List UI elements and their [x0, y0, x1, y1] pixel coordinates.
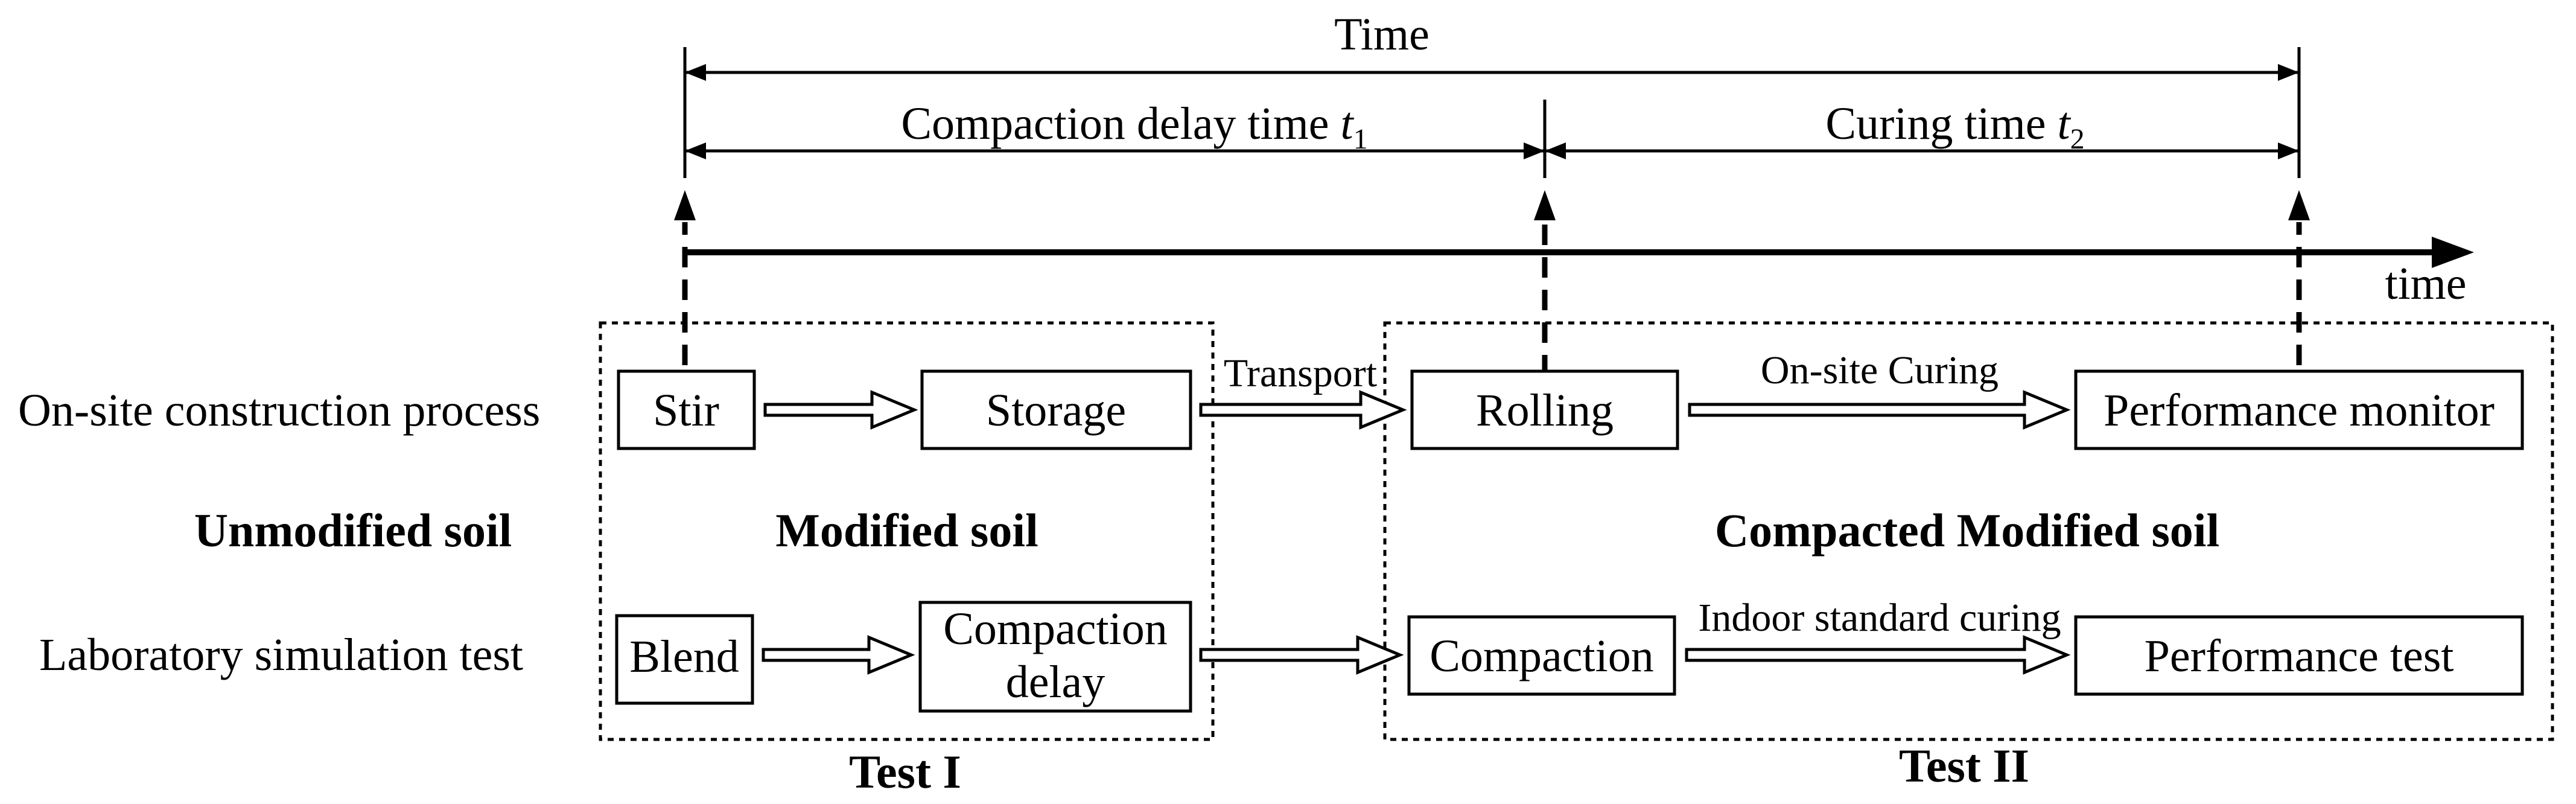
step-compaction-delay: Compaction delay: [918, 601, 1192, 713]
arrow-storage-to-rolling: [1199, 390, 1407, 430]
svg-text:Compaction: Compaction: [943, 604, 1168, 654]
svg-text:Performance monitor: Performance monitor: [2104, 385, 2495, 436]
step-storage: Storage: [920, 369, 1192, 450]
svg-text:delay: delay: [1006, 657, 1105, 707]
row-label-onsite: On-site construction process: [18, 385, 540, 436]
step-performance-test: Performance test: [2074, 615, 2524, 696]
test-2-region: [1383, 321, 2554, 741]
svg-text:Compaction: Compaction: [1430, 631, 1654, 681]
label-indoor-curing: Indoor standard curing: [1698, 596, 2061, 640]
state-modified: Modified soil: [775, 504, 1038, 557]
dashed-arrow-stir: [674, 190, 696, 365]
arrow-stir-to-storage: [763, 390, 918, 430]
step-stir: Stir: [617, 369, 756, 450]
total-time-dimension: [685, 64, 2299, 81]
arrow-compaction-to-test: [1685, 635, 2071, 675]
arrow-rolling-to-monitor: [1688, 390, 2071, 430]
time-axis-arrow: [685, 237, 2474, 268]
svg-text:Stir: Stir: [653, 385, 719, 436]
step-blend: Blend: [615, 614, 754, 705]
total-time-label: Time: [1334, 9, 1430, 60]
state-unmodified: Unmodified soil: [194, 504, 512, 557]
svg-text:Performance test: Performance test: [2145, 631, 2454, 681]
state-compacted: Compacted Modified soil: [1715, 504, 2219, 557]
label-transport: Transport: [1224, 351, 1377, 395]
test-1-region: [599, 321, 1215, 741]
curing-time-dimension: [1545, 142, 2299, 159]
row-label-lab: Laboratory simulation test: [39, 630, 523, 680]
svg-text:Storage: Storage: [986, 385, 1126, 436]
svg-text:Rolling: Rolling: [1476, 385, 1614, 436]
delay-time-label: Compaction delay time t1: [901, 98, 1367, 155]
time-axis-label: time: [2385, 258, 2466, 309]
step-performance-monitor: Performance monitor: [2074, 369, 2524, 450]
arrow-blend-to-delay: [762, 635, 915, 675]
step-rolling: Rolling: [1410, 369, 1679, 450]
curing-time-label: Curing time t2: [1825, 98, 2084, 155]
delay-time-dimension: [685, 142, 1545, 159]
step-compaction: Compaction: [1407, 615, 1676, 696]
label-onsite-curing: On-site Curing: [1761, 348, 1999, 392]
test-2-label: Test II: [1899, 739, 2029, 792]
dashed-arrow-rolling: [1534, 190, 1556, 375]
test-1-label: Test I: [849, 745, 961, 798]
dashed-arrow-monitor: [2288, 190, 2310, 365]
svg-text:Blend: Blend: [629, 631, 739, 682]
arrow-delay-to-compaction: [1199, 635, 1404, 675]
